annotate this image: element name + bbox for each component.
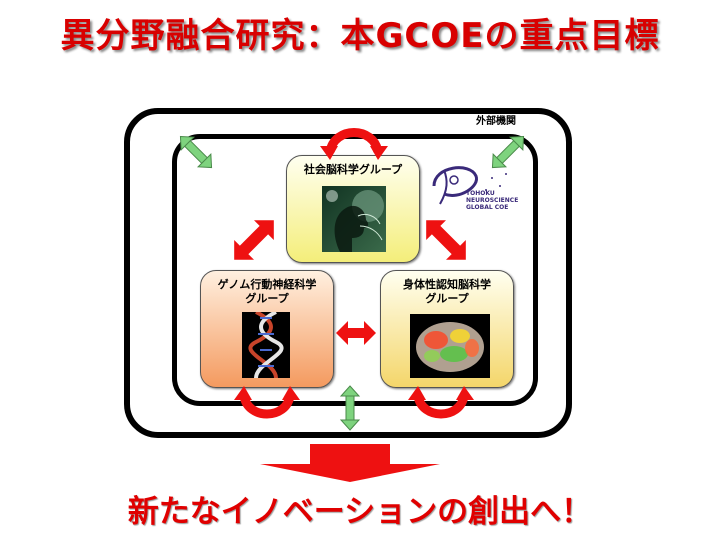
tohoku-neuroscience-logo-icon bbox=[432, 166, 507, 205]
genome-loop-arrow bbox=[239, 394, 295, 419]
social-brain-group-label: 社会脳科学グループ bbox=[303, 163, 403, 176]
logo-text-line1: TOHOKU bbox=[466, 190, 495, 197]
genome-label-line1: ゲノム行動神経科学 bbox=[217, 278, 317, 291]
innovation-goal-text: 新たなイノベーションの創出へ！ bbox=[127, 494, 593, 530]
social-genome-arrow bbox=[234, 220, 274, 260]
green-arrow-top-left bbox=[179, 135, 213, 169]
social-loop-arrowhead-right bbox=[370, 146, 388, 160]
social-loop-arrowhead-left bbox=[320, 146, 338, 160]
green-arrow-top-right bbox=[491, 135, 525, 169]
dna-double-helix-image bbox=[242, 312, 290, 378]
logo-text-line2: NEUROSCIENCE bbox=[466, 197, 519, 204]
body-loop-arrowhead-left bbox=[408, 386, 426, 400]
external-institutions-label: 外部機関 bbox=[476, 116, 516, 127]
genome-behavioral-group-label: ゲノム行動神経科学 グループ bbox=[201, 278, 333, 306]
social-loop-arrow bbox=[325, 128, 383, 154]
page-title: 異分野融合研究：本GCOEの重点目標 bbox=[60, 16, 660, 56]
body-label-line1: 身体性認知脳科学 bbox=[403, 278, 491, 291]
social-brain-image bbox=[322, 186, 386, 252]
outcome-down-arrow bbox=[260, 444, 440, 482]
brain-activation-image bbox=[410, 314, 490, 378]
green-arrow-bottom bbox=[339, 385, 361, 431]
body-loop-arrow bbox=[413, 394, 469, 419]
body-label-line2: グループ bbox=[425, 292, 469, 305]
genome-loop-arrowhead-left bbox=[234, 386, 252, 400]
outer-frame-external bbox=[124, 108, 572, 438]
social-body-arrow bbox=[426, 220, 466, 260]
genome-label-line2: グループ bbox=[245, 292, 289, 305]
embodied-cognition-group-label: 身体性認知脳科学 グループ bbox=[381, 278, 513, 306]
body-loop-arrowhead-right bbox=[456, 386, 474, 400]
genome-body-arrow bbox=[336, 321, 376, 345]
logo-text-line3: GLOBAL COE bbox=[466, 204, 509, 211]
genome-loop-arrowhead-right bbox=[282, 386, 300, 400]
